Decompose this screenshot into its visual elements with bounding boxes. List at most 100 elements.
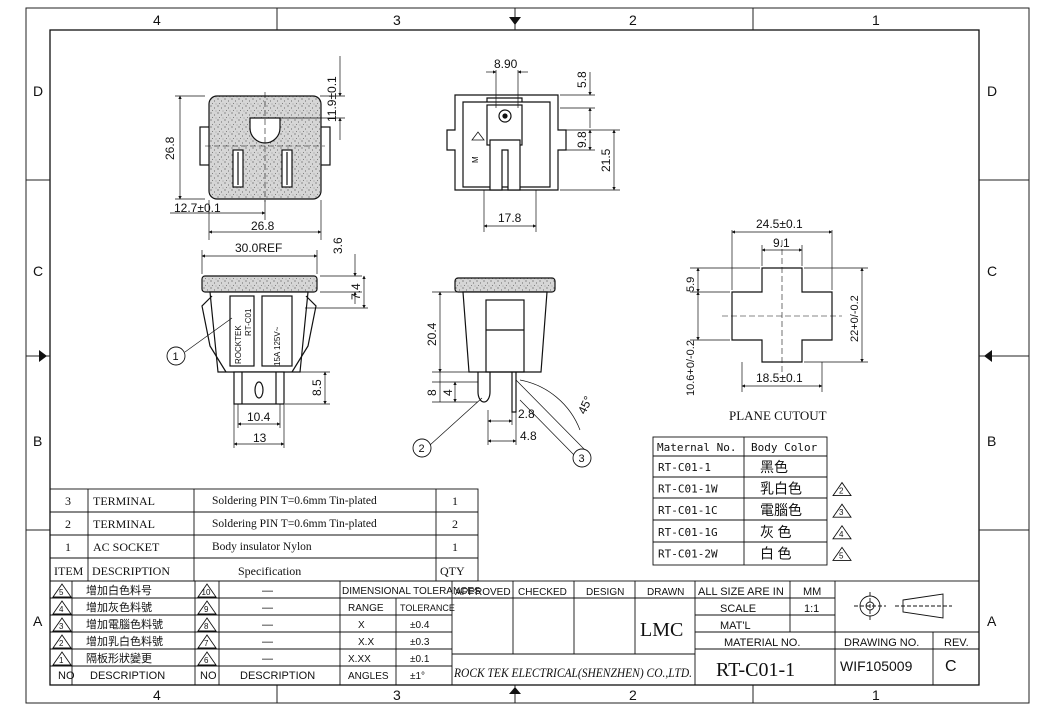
zone-left-c: C [33, 263, 43, 279]
zone-bottom-3: 3 [393, 687, 401, 703]
signoff-drawn: DRAWN [647, 587, 684, 598]
zone-bottom-2: 2 [629, 687, 637, 703]
dim-prof-2-8: 2.8 [518, 407, 535, 421]
center-mark-right [984, 350, 992, 362]
tol-value: ±0.3 [410, 637, 430, 648]
dim-cut-9-1: 9.1 [773, 236, 790, 250]
revision-desc: 增加灰色料號 [86, 600, 152, 614]
front-rating: 15A 125V~ [273, 326, 282, 366]
drawn-by: LMC [640, 619, 683, 641]
revision-triangle-icon: 10 [197, 583, 217, 598]
revision-desc: 增加電腦色料號 [86, 617, 163, 631]
bom-desc: AC SOCKET [93, 540, 160, 554]
tol-value: ±0.4 [410, 620, 430, 631]
rear-view: M [446, 94, 567, 191]
color-row-color: 乳白色 [760, 481, 802, 498]
top-view-dims [170, 56, 345, 240]
revision-triangle-icon-num: 2 [839, 487, 844, 496]
material-label: MAT'L [720, 620, 751, 632]
company-name: ROCK TEK ELECTRICAL(SHENZHEN) CO.,LTD. [453, 666, 692, 680]
bom-item: 1 [65, 540, 71, 554]
dim-side-5-8: 5.8 [575, 71, 589, 88]
revision-triangle-icon-num: 6 [204, 656, 209, 665]
dim-top-11-9: 11.9±0.1 [325, 76, 339, 122]
zone-top-1: 1 [872, 12, 880, 28]
dim-side-8-90: 8.90 [494, 57, 518, 71]
dim-side-17-8: 17.8 [498, 211, 522, 225]
dim-front-10-4: 10.4 [247, 410, 271, 424]
dim-prof-8: 8 [425, 389, 439, 396]
revision-triangle-icon-num: 10 [202, 588, 211, 597]
balloon-1: 1 [166, 346, 186, 366]
profile-view [454, 277, 556, 413]
rev-label: REV. [944, 637, 969, 649]
revision-triangle-icon: 6 [197, 651, 217, 666]
tol-value: ±1° [410, 671, 425, 682]
balloon-3: 3 [572, 448, 592, 468]
color-row-no: RT-C01-1C [658, 504, 718, 517]
bom-th-qty: QTY [440, 564, 465, 578]
zone-left-d: D [33, 83, 43, 99]
cutout-title: PLANE CUTOUT [729, 408, 827, 423]
zone-right-a: A [987, 613, 997, 629]
panel-cutout [722, 240, 842, 372]
revision-triangle-icon: 4 [52, 600, 72, 615]
revision-desc: — [262, 653, 273, 665]
dim-prof-45: 45° [575, 394, 595, 417]
color-th-no: Maternal No. [657, 441, 736, 454]
drawing-no: WIF105009 [840, 658, 913, 674]
dim-side-21-5: 21.5 [599, 148, 613, 172]
rev-th-no: NO [58, 670, 75, 682]
revision-desc: — [262, 585, 273, 597]
revision-triangle-icon: 2 [52, 634, 72, 649]
revision2-rows: 10—9—8—7—6— [197, 583, 273, 666]
dim-prof-4: 4 [441, 389, 455, 396]
dim-top-12-7: 12.7±0.1 [174, 201, 221, 215]
svg-text:3: 3 [579, 453, 585, 465]
dim-prof-20-4: 20.4 [425, 322, 439, 346]
revision-triangle-icon-num: 4 [59, 605, 64, 614]
rev-value: C [945, 658, 957, 675]
revision-triangle-icon: 8 [197, 617, 217, 632]
tol-range-label: RANGE [348, 603, 384, 614]
revision-triangle-icon-num: 9 [204, 605, 209, 614]
dim-front-8-5: 8.5 [310, 379, 324, 396]
signoff-checked: CHECKED [518, 587, 567, 598]
front-view [201, 275, 318, 405]
rev-th-desc: DESCRIPTION [90, 670, 165, 682]
revision-triangle-icon-num: 5 [839, 551, 844, 560]
revision-triangle-icon-num: 4 [839, 530, 844, 539]
bom-qty: 1 [452, 494, 458, 508]
tol-tol-label: TOLERANCE [400, 603, 455, 613]
svg-text:2: 2 [419, 443, 425, 455]
tol-range: X.XX [348, 654, 371, 665]
bom-qty: 2 [452, 517, 458, 531]
rev2-th-desc: DESCRIPTION [240, 670, 315, 682]
top-view [199, 92, 331, 202]
revision-desc: — [262, 619, 273, 631]
zone-bottom-1: 1 [872, 687, 880, 703]
title-block-grid [49, 580, 980, 686]
tol-range: ANGLES [348, 671, 389, 682]
rev2-th-no: NO [200, 670, 217, 682]
zone-top-4: 4 [153, 12, 161, 28]
revision-triangle-icon-num: 3 [59, 622, 64, 631]
bom-spec: Soldering PIN T=0.6mm Tin-plated [212, 495, 377, 507]
revision-desc: 增加白色料号 [86, 583, 152, 597]
profile-view-dims [429, 291, 586, 457]
dim-front-3-6: 3.6 [331, 237, 345, 254]
dim-cut-5-9: 5.9 [685, 277, 697, 292]
dim-cut-24-5: 24.5±0.1 [756, 217, 803, 231]
front-model: RT-C01 [244, 308, 253, 336]
revision-triangle-icon-num: 8 [204, 622, 209, 631]
color-table [652, 436, 828, 566]
front-brand: ROCKTEK [234, 325, 243, 364]
material-no: RT-C01-1 [716, 659, 795, 681]
revision-triangle-icon: 9 [197, 600, 217, 615]
zone-right-b: B [987, 433, 996, 449]
svg-text:M: M [471, 156, 480, 163]
rear-view-dims [483, 70, 620, 232]
revision-triangle-icon: 1 [52, 651, 72, 666]
